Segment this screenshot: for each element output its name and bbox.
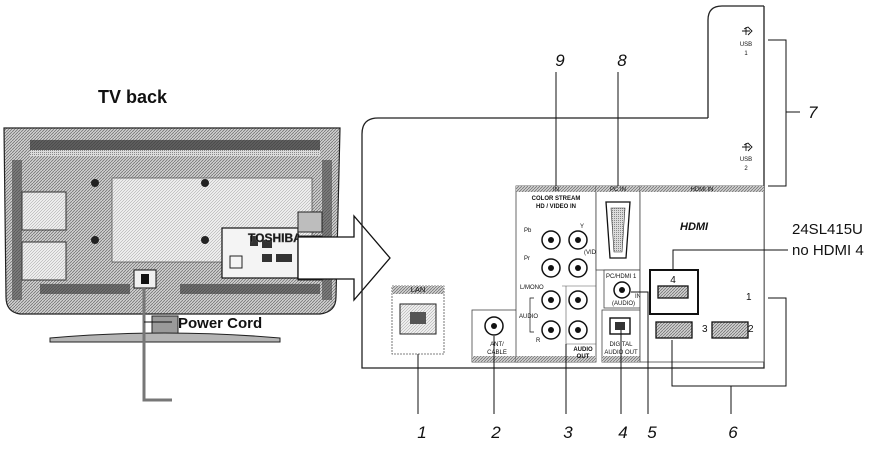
tv-back-body	[3, 127, 341, 343]
zoom-arrow	[297, 214, 391, 302]
callout-1: 1	[417, 423, 426, 442]
color-stream-in: IN	[553, 187, 559, 193]
usb-1-icon	[742, 26, 753, 36]
power-cord-label: Power Cord	[178, 315, 262, 332]
lan-label: LAN	[411, 285, 426, 294]
pc-hdmi-audio-label-2: (AUDIO)	[612, 301, 635, 307]
ant-cable-label-2: CABLE	[487, 350, 507, 356]
usb-1-number: 1	[744, 51, 748, 57]
usb-2-number: 2	[744, 166, 748, 172]
hdmi-number-1: 1	[746, 292, 752, 303]
callout-4: 4	[618, 423, 627, 442]
label-l-mono: L/MONO	[520, 285, 544, 291]
usb-2-label: USB	[740, 157, 752, 163]
hdmi-logo: HDMI	[680, 221, 709, 233]
usb-2-icon	[742, 142, 753, 152]
hdmi-in-block	[639, 185, 765, 363]
label-y: Y	[580, 224, 584, 230]
callout-leaders	[417, 39, 800, 414]
callout-7: 7	[808, 103, 818, 122]
label-pb: Pb	[524, 228, 532, 234]
model-note-line-1: 24SL415U	[792, 221, 863, 238]
tv-brand-logo: TOSHIBA	[248, 231, 302, 245]
callout-5: 5	[647, 423, 657, 442]
power-cord-leader	[142, 288, 172, 402]
model-note-line-2: no HDMI 4	[792, 242, 864, 259]
pc-audio-in-label: IN	[635, 294, 641, 300]
lan-port	[391, 285, 445, 355]
color-stream-subtitle: HD / VIDEO IN	[536, 204, 576, 210]
callout-2: 2	[490, 423, 501, 442]
pc-hdmi-audio-port	[603, 269, 641, 309]
callout-3: 3	[563, 423, 573, 442]
zoom-panel-outline	[361, 6, 765, 369]
pc-hdmi-audio-label-1: PC/HDMI 1	[606, 274, 637, 280]
label-r: R	[536, 338, 541, 344]
label-pr: Pr	[524, 256, 530, 262]
hdmi-number-3: 3	[702, 324, 708, 335]
ant-cable-label-1: ANT/	[490, 342, 504, 348]
component-video-block	[515, 185, 597, 363]
hdmi-number-2: 2	[748, 324, 754, 335]
label-audio: AUDIO	[519, 314, 538, 320]
usb-1-label: USB	[740, 42, 752, 48]
audio-out-label-1: AUDIO	[573, 347, 593, 353]
hdmi-in-label: HDMI IN	[691, 187, 714, 193]
hdmi-number-4: 4	[670, 275, 676, 286]
color-stream-title: COLOR STREAM	[532, 196, 581, 202]
tv-back-title: TV back	[98, 87, 168, 107]
callout-9: 9	[555, 51, 565, 70]
label-video: (VIDEO)	[584, 250, 607, 256]
callout-6: 6	[728, 423, 738, 442]
pc-in-port	[595, 185, 641, 271]
pc-in-label: PC IN	[610, 187, 626, 193]
ant-cable-port	[471, 309, 519, 363]
callout-8: 8	[617, 51, 627, 70]
audio-out-label-2: OUT	[577, 354, 590, 360]
